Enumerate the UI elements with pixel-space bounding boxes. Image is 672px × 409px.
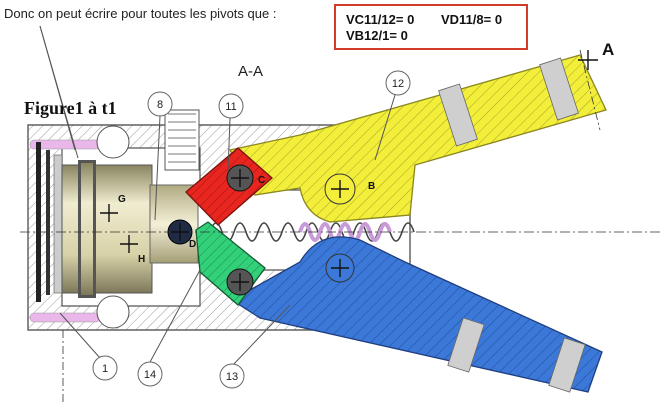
callout-leaders: [39, 25, 396, 367]
callout-circle-11: [218, 93, 244, 119]
point-h: H: [138, 254, 145, 265]
callout-circle-8: [147, 91, 173, 117]
callout-circle-1: [92, 355, 118, 381]
section-label: A-A: [238, 63, 264, 80]
piston: [61, 160, 199, 298]
end-cap: [36, 142, 63, 302]
formula-vc: VC11/12= 0: [346, 12, 415, 27]
point-c: C: [258, 175, 265, 186]
spring: [209, 222, 415, 242]
callout-circle-13: [219, 363, 245, 389]
section-mark: A: [602, 40, 615, 59]
callout-circle-14: [137, 361, 163, 387]
upper-jaw: [229, 54, 607, 223]
point-d: D: [189, 239, 196, 250]
point-g: G: [118, 194, 126, 205]
callout-14: 14: [144, 369, 156, 381]
lower-jaw: [230, 236, 603, 393]
callout-8: 8: [157, 99, 163, 111]
figure-title: Figure1 à t1: [24, 98, 117, 118]
crosshair-marks: [100, 50, 598, 291]
formula-box: VC11/12= 0 VD11/8= 0 VB12/1= 0: [334, 4, 528, 50]
formula-vd: VD11/8= 0: [441, 12, 503, 27]
callout-13: 13: [226, 371, 238, 383]
intro-text: Donc on peut écrire pour toutes les pivo…: [4, 6, 277, 21]
point-b: B: [368, 181, 375, 192]
callout-12: 12: [392, 78, 404, 90]
callout-circle-12: [385, 70, 411, 96]
callout-11: 11: [225, 101, 236, 113]
callout-1: 1: [102, 363, 108, 375]
formula-vb: VB12/1= 0: [346, 28, 408, 43]
